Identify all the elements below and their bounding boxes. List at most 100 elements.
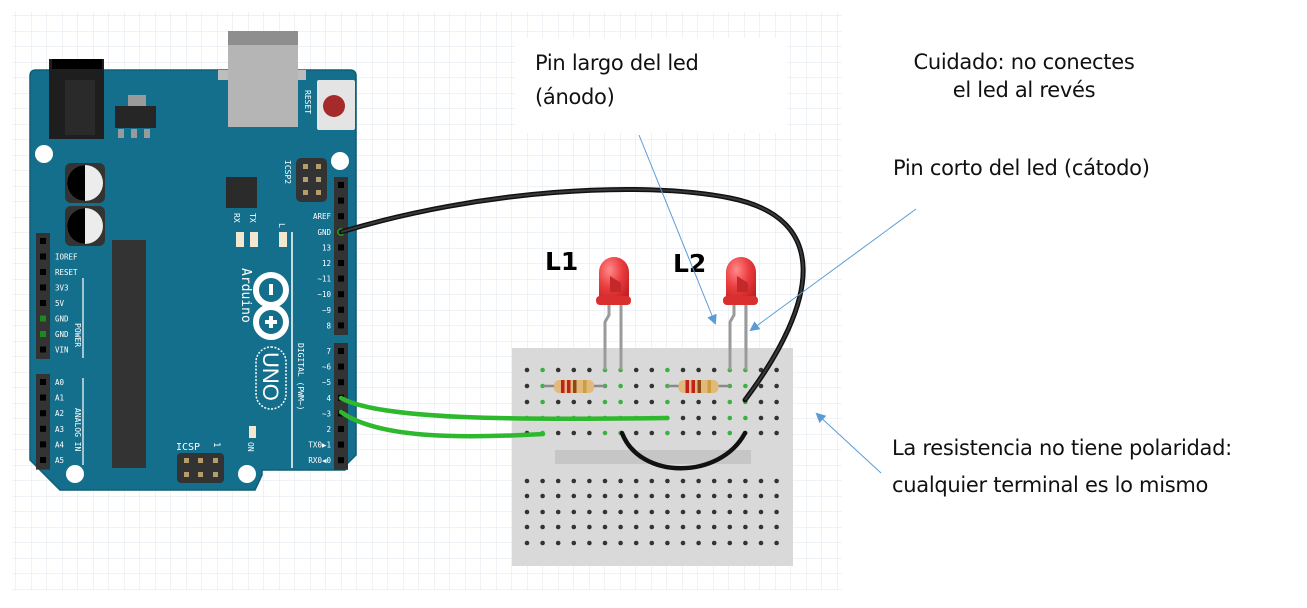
header-pin[interactable] [338, 379, 344, 386]
breadboard-hole[interactable] [680, 415, 686, 421]
breadboard-hole[interactable] [649, 478, 655, 484]
breadboard-hole[interactable] [758, 430, 764, 436]
breadboard-hole[interactable] [633, 493, 639, 499]
breadboard-hole[interactable] [649, 383, 655, 389]
breadboard-hole[interactable] [758, 493, 764, 499]
breadboard-hole[interactable] [696, 478, 701, 484]
breadboard-hole[interactable] [727, 509, 733, 515]
breadboard-hole[interactable] [618, 383, 623, 389]
breadboard-hole[interactable] [555, 478, 561, 484]
breadboard-hole[interactable] [696, 367, 701, 373]
breadboard-hole[interactable] [602, 430, 608, 436]
wire-jumper-black[interactable] [619, 430, 748, 471]
breadboard-hole[interactable] [758, 540, 764, 546]
breadboard-hole[interactable] [587, 430, 592, 436]
breadboard-hole[interactable] [696, 493, 701, 499]
breadboard-hole[interactable] [665, 509, 670, 515]
breadboard-hole[interactable] [587, 399, 592, 405]
breadboard-hole[interactable] [540, 540, 545, 546]
breadboard-hole[interactable] [540, 524, 545, 530]
breadboard-hole[interactable] [774, 540, 779, 546]
breadboard-hole[interactable] [540, 367, 545, 373]
breadboard-hole[interactable] [774, 383, 779, 389]
breadboard-hole[interactable] [743, 493, 748, 499]
breadboard-hole[interactable] [587, 493, 592, 499]
breadboard-hole[interactable] [555, 430, 561, 436]
breadboard-hole[interactable] [633, 509, 639, 515]
header-pin[interactable] [40, 441, 46, 448]
breadboard-hole[interactable] [774, 367, 779, 373]
breadboard-hole[interactable] [540, 509, 545, 515]
breadboard-hole[interactable] [711, 367, 717, 373]
breadboard-hole[interactable] [555, 367, 561, 373]
breadboard-hole[interactable] [665, 367, 670, 373]
breadboard-hole[interactable] [587, 524, 592, 530]
header-pin[interactable] [40, 457, 46, 463]
breadboard-hole[interactable] [665, 478, 670, 484]
breadboard-hole[interactable] [727, 493, 733, 499]
breadboard-hole[interactable] [758, 524, 764, 530]
breadboard-hole[interactable] [571, 540, 577, 546]
breadboard-hole[interactable] [743, 540, 748, 546]
breadboard-hole[interactable] [774, 493, 779, 499]
breadboard-hole[interactable] [602, 540, 608, 546]
breadboard-hole[interactable] [727, 415, 733, 421]
breadboard-hole[interactable] [680, 399, 686, 405]
breadboard-hole[interactable] [711, 415, 717, 421]
header-pin[interactable] [338, 457, 344, 464]
header-pin[interactable] [40, 379, 46, 385]
breadboard-hole[interactable] [602, 509, 608, 515]
led-1[interactable] [596, 257, 631, 370]
breadboard-hole[interactable] [618, 509, 623, 515]
breadboard-hole[interactable] [524, 478, 530, 484]
breadboard-hole[interactable] [649, 509, 655, 515]
breadboard-hole[interactable] [649, 367, 655, 373]
breadboard-hole[interactable] [524, 524, 530, 530]
breadboard-hole[interactable] [774, 509, 779, 515]
header-pin[interactable] [338, 244, 344, 251]
breadboard-hole[interactable] [758, 367, 764, 373]
breadboard-hole[interactable] [758, 415, 764, 421]
breadboard-hole[interactable] [727, 478, 733, 484]
header-pin[interactable] [40, 253, 46, 260]
breadboard-hole[interactable] [758, 509, 764, 515]
breadboard-hole[interactable] [555, 399, 561, 405]
breadboard-hole[interactable] [649, 524, 655, 530]
breadboard-hole[interactable] [571, 399, 577, 405]
breadboard-hole[interactable] [633, 540, 639, 546]
breadboard-hole[interactable] [665, 524, 670, 530]
breadboard-hole[interactable] [587, 367, 592, 373]
breadboard-hole[interactable] [587, 540, 592, 546]
header-pin[interactable] [40, 269, 46, 275]
breadboard-hole[interactable] [571, 478, 577, 484]
breadboard-hole[interactable] [774, 415, 779, 421]
breadboard-hole[interactable] [618, 524, 623, 530]
breadboard-hole[interactable] [680, 540, 686, 546]
header-pin[interactable] [40, 300, 46, 306]
header-pin[interactable] [40, 331, 46, 337]
breadboard-hole[interactable] [618, 540, 623, 546]
breadboard-hole[interactable] [524, 509, 530, 515]
breadboard-hole[interactable] [649, 430, 655, 436]
breadboard-hole[interactable] [540, 399, 545, 405]
breadboard-hole[interactable] [774, 430, 779, 436]
breadboard-hole[interactable] [602, 524, 608, 530]
breadboard-hole[interactable] [665, 399, 670, 405]
breadboard-hole[interactable] [555, 540, 561, 546]
header-pin[interactable] [338, 182, 344, 188]
breadboard-hole[interactable] [633, 524, 639, 530]
breadboard-hole[interactable] [602, 493, 608, 499]
breadboard-hole[interactable] [727, 540, 733, 546]
breadboard-hole[interactable] [555, 493, 561, 499]
breadboard-hole[interactable] [680, 478, 686, 484]
resistor[interactable] [667, 380, 730, 393]
breadboard-hole[interactable] [602, 399, 608, 405]
wire-pin4-green[interactable] [338, 395, 670, 422]
breadboard-hole[interactable] [727, 524, 733, 530]
breadboard-hole[interactable] [524, 383, 530, 389]
header-pin[interactable] [40, 425, 46, 432]
header-pin[interactable] [338, 197, 344, 204]
breadboard-hole[interactable] [743, 478, 748, 484]
resistor[interactable] [543, 380, 605, 393]
header-pin[interactable] [338, 291, 344, 298]
